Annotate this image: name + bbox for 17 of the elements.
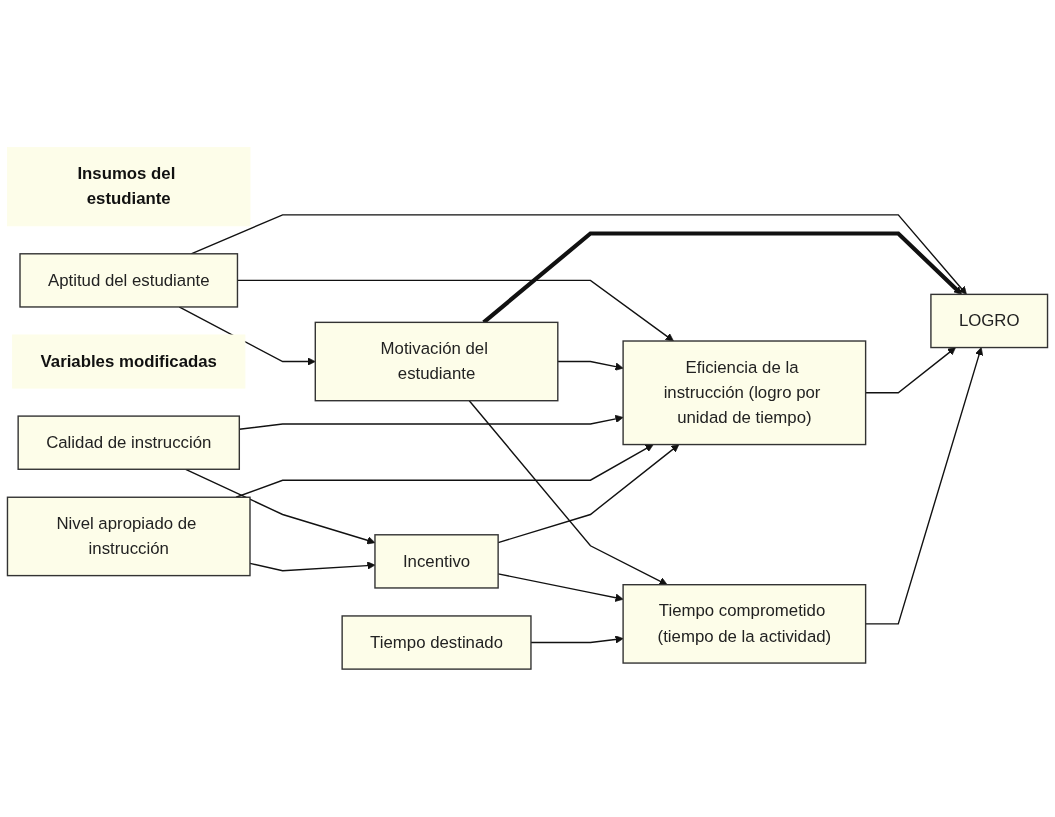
node-box: Tiempo comprometido (tiempo de la actividad)	[622, 584, 867, 664]
node-box: LOGRO	[930, 293, 1049, 349]
node-box: Aptitud del estudiante	[19, 253, 239, 308]
node-box: Motivación del estudiante	[314, 321, 559, 402]
arrow	[178, 306, 316, 366]
arrow	[557, 361, 624, 371]
node-box: Eficiencia de la instrucción (logro por unidad de tiempo)	[622, 340, 867, 446]
node-box: Tiempo destinado	[341, 615, 532, 671]
node-box: Incentivo	[374, 534, 499, 589]
node-box: Insumos del estudiante	[7, 147, 251, 227]
arrow	[530, 635, 624, 644]
arrow	[190, 214, 967, 295]
node-box: Variables modificadas	[12, 334, 246, 389]
arrow	[235, 444, 654, 499]
arrow	[468, 400, 668, 586]
node-box: Calidad de instrucción	[17, 415, 240, 471]
node-box: Nivel apropiado de instrucción	[6, 496, 251, 577]
